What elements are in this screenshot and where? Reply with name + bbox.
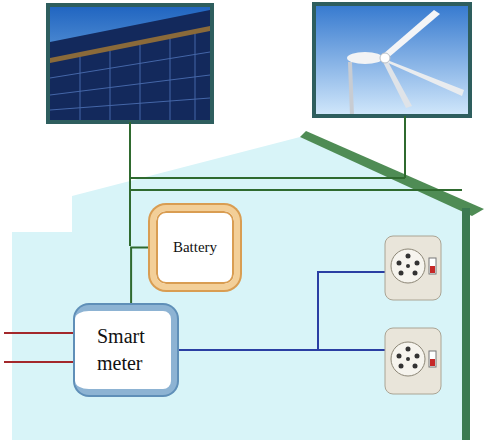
smart-meter-box: Smart meter bbox=[75, 305, 177, 395]
house-wall bbox=[462, 208, 470, 440]
node-label: Smart meter bbox=[97, 323, 163, 377]
power-outlet bbox=[385, 328, 441, 394]
node-label: Battery bbox=[173, 239, 217, 256]
battery-box: Battery bbox=[150, 205, 240, 290]
wire-connector bbox=[131, 248, 148, 304]
solar-panel-picture bbox=[48, 5, 212, 122]
house-body bbox=[12, 137, 462, 440]
roof-edge bbox=[300, 131, 484, 216]
power-outlet bbox=[385, 236, 441, 300]
wind-turbine-picture bbox=[314, 4, 470, 116]
grid-wire bbox=[4, 333, 73, 362]
